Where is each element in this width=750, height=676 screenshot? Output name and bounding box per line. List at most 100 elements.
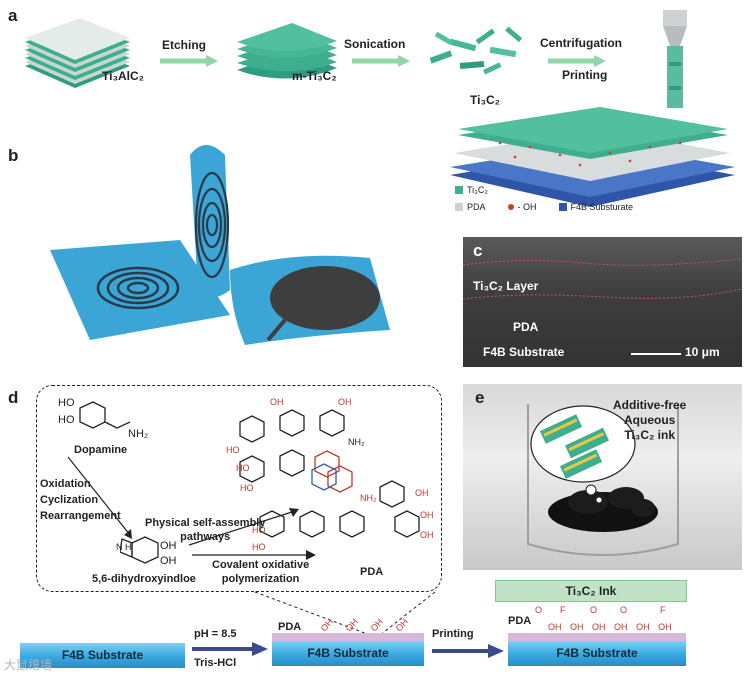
covalent-arrow	[192, 550, 316, 560]
etching-arrow	[160, 55, 218, 67]
indole-nh: N H	[116, 542, 132, 552]
pda-structure	[239, 409, 420, 538]
vial-drawing	[527, 404, 679, 556]
panel-label-d: d	[8, 388, 19, 407]
iface-oh-3: OH	[592, 622, 606, 632]
coated-substrate: F4B Substrate	[272, 641, 424, 666]
pda-nh2-red: NH₂	[360, 493, 377, 503]
watermark: 大鼠蹭墙	[4, 658, 53, 672]
etching-label: Etching	[162, 38, 206, 52]
panel-label-a: a	[8, 6, 18, 25]
indole-oh-2: OH	[160, 555, 177, 567]
indole-structure	[120, 536, 159, 564]
iface-oh-6: OH	[658, 622, 672, 632]
dopamine-label: Dopamine	[74, 444, 128, 456]
panel-label-c: c	[473, 241, 483, 260]
scale-bar	[631, 353, 681, 355]
zoom-connector	[254, 591, 436, 636]
panel-label-b: b	[8, 146, 19, 165]
printed-substrate: F4B Substrate	[508, 641, 686, 666]
ti3alc2-label: Ti₃AlC₂	[102, 69, 144, 83]
pda-oh-2: OH	[338, 397, 352, 407]
scale-bar-label: 10 μm	[685, 345, 720, 359]
sem-image: c Ti₃C₂ Layer PDA F4B Substrate 10 μm	[463, 237, 742, 367]
ink-thought-bubble	[530, 405, 636, 504]
physical-pathway-label: Physical self-assembly pathways	[145, 516, 265, 544]
ink-line-3: Ti₃C₂ ink	[624, 428, 676, 442]
legend-f4b: F4B Substurate	[570, 202, 634, 212]
legend-swatch-oh	[507, 204, 514, 210]
condition-tris: Tris-HCl	[194, 657, 237, 669]
printing-label-bottom: Printing	[432, 628, 474, 640]
pda-ho-5: HO	[252, 542, 266, 552]
covalent-line-1: Covalent oxidative	[212, 559, 310, 571]
centrifugation-arrow	[548, 55, 606, 67]
pda-oh-3: OH	[415, 488, 429, 498]
ph-arrow	[192, 642, 268, 656]
bond-f-2: F	[660, 605, 666, 615]
pda-coating-middle	[272, 633, 424, 641]
ti3alc2-stack-image	[25, 18, 130, 88]
ti3c2-flakes-label: Ti₃C₂	[470, 93, 500, 107]
pathway-line-1: Physical self-assembly	[145, 517, 266, 529]
pda-oh-5: OH	[420, 530, 434, 540]
indole-label: 5,6-dihydroxyindloe	[92, 573, 196, 585]
oxidation-steps: Oxidation Cyclization Rearrangement	[40, 476, 121, 524]
pda-oh-1: OH	[270, 397, 284, 407]
bare-substrate: F4B Substrate	[20, 643, 185, 668]
sem-interface-lines	[463, 258, 742, 300]
condition-ph: pH = 8.5	[194, 628, 237, 640]
dopamine-structure	[79, 401, 131, 429]
ink-line-2: Aqueous	[624, 413, 676, 427]
sonication-label: Sonication	[344, 37, 406, 51]
printed-layers-image	[450, 107, 735, 207]
legend-swatch-pda	[455, 203, 463, 211]
pda-oh-4: OH	[420, 510, 434, 520]
pda-ho-3: HO	[240, 483, 254, 493]
legend-pda: PDA	[467, 202, 486, 212]
mechanism-box	[36, 385, 442, 592]
m-ti3c2-label: m-Ti₃C₂	[292, 69, 337, 83]
ink-vial-photo: e Additive-free Aqueous Ti₃C₂ ink	[463, 384, 742, 570]
legend-swatch-ti3c2	[455, 186, 463, 194]
printing-label-a: Printing	[562, 68, 608, 82]
iface-oh-2: OH	[570, 622, 584, 632]
step-cyclization: Cyclization	[40, 494, 99, 506]
sonication-arrow	[352, 55, 410, 67]
pda-nh2: NH₂	[348, 437, 365, 447]
ink-description: Additive-free Aqueous Ti₃C₂ ink	[613, 398, 686, 443]
dopamine-ho-2: HO	[58, 414, 75, 426]
covalent-label: Covalent oxidative polymerization	[212, 558, 309, 586]
flexible-antenna-image	[50, 145, 390, 345]
printing-arrow	[432, 644, 504, 658]
step-rearrangement: Rearrangement	[40, 510, 121, 522]
indole-oh-1: OH	[160, 540, 177, 552]
pda-coating-right	[508, 633, 686, 641]
covalent-line-2: polymerization	[221, 573, 300, 585]
interface-oh-row: OH OH OH OH OH OH	[548, 622, 672, 632]
physical-pathway-arrow	[188, 508, 299, 546]
sem-f4b-label: F4B Substrate	[483, 345, 565, 359]
bond-o-2: O	[590, 605, 598, 615]
pathway-line-2: pathways	[180, 531, 231, 543]
iface-oh-4: OH	[614, 622, 628, 632]
pda-label-middle: PDA	[278, 621, 302, 633]
pda-label-right: PDA	[508, 615, 532, 627]
print-nozzle-image	[663, 10, 687, 108]
pda-oh-group-top: OH OH	[270, 397, 352, 408]
legend-ti3c2: Ti₃C₂	[467, 185, 488, 195]
legend-swatch-f4b	[558, 203, 567, 211]
ti3c2-ink-layer: Ti₃C₂ Ink	[495, 580, 687, 602]
dopamine-ho-1: HO	[58, 397, 75, 409]
ti3c2-flakes-image	[429, 26, 523, 75]
bond-f-1: F	[560, 605, 566, 615]
m-ti3c2-stack-image	[237, 23, 337, 79]
bond-o-1: O	[535, 605, 543, 615]
pda-ho-4: HO	[252, 525, 266, 535]
iface-oh-1: OH	[548, 622, 562, 632]
pda-label: PDA	[360, 566, 384, 578]
legend-oh: - OH	[517, 202, 537, 212]
oxidation-arrow	[67, 456, 132, 539]
centrifugation-label: Centrifugation	[540, 36, 622, 50]
ink-line-1: Additive-free	[613, 398, 687, 412]
